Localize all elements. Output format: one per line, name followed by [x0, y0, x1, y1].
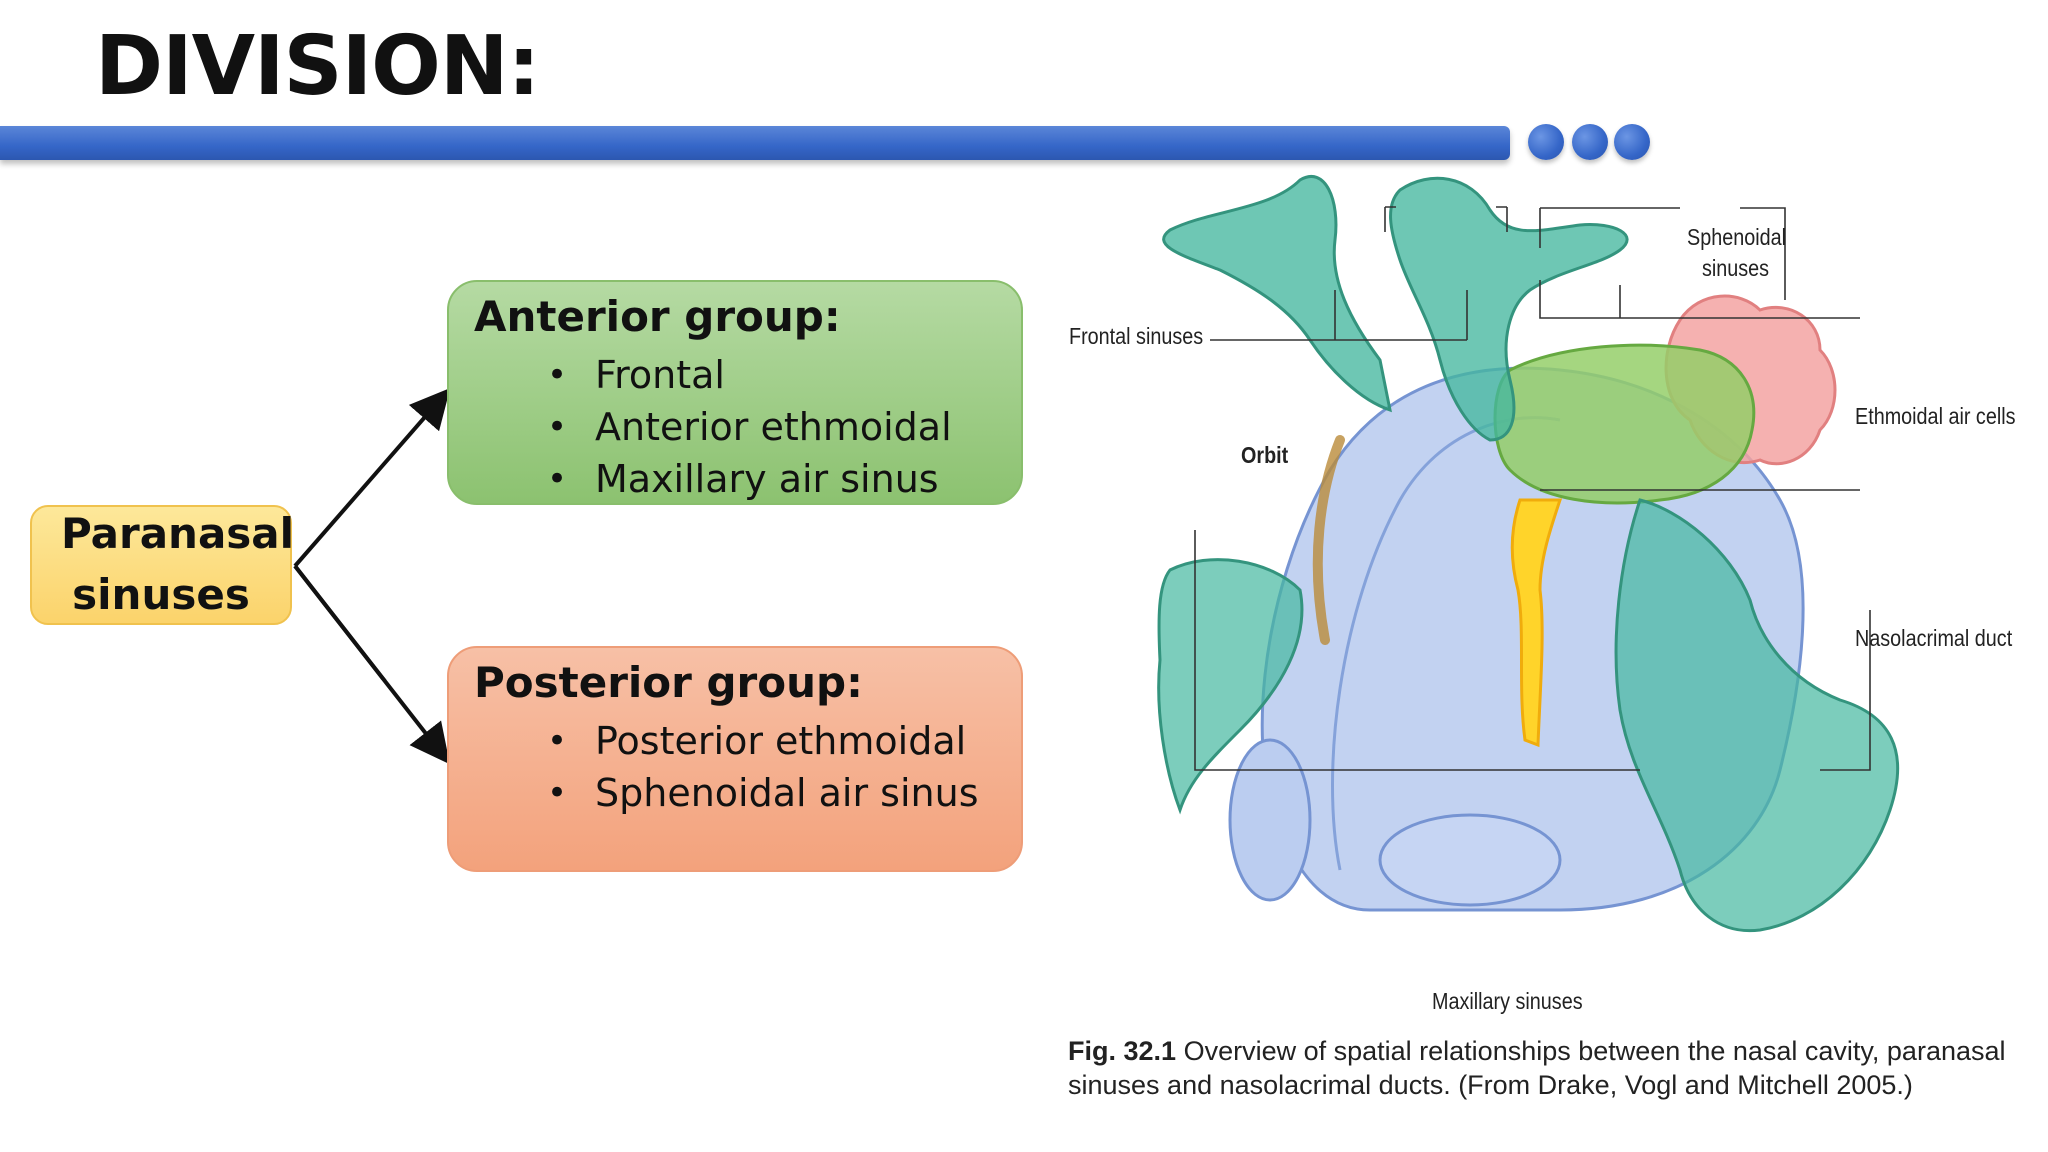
list-item-label: Maxillary air sinus — [595, 457, 939, 501]
decorative-dot-1 — [1528, 124, 1564, 160]
bullet-icon: • — [547, 773, 568, 813]
decorative-dot-2 — [1572, 124, 1608, 160]
list-item: • Sphenoidal air sinus — [547, 767, 979, 819]
posterior-group-box: Posterior group: • Posterior ethmoidal • S… — [447, 646, 1023, 872]
list-item-label: Posterior ethmoidal — [595, 719, 967, 763]
leader-lines — [1194, 206, 1871, 771]
list-item: • Anterior ethmoidal — [547, 401, 952, 453]
list-item: • Frontal — [547, 349, 952, 401]
label-sphenoidal-line1: Sphenoidal — [1687, 224, 1786, 250]
slide-title: DIVISION: — [95, 19, 540, 114]
list-item-label: Frontal — [595, 353, 725, 397]
label-sphenoidal-line2: sinuses — [1702, 255, 1770, 281]
anterior-group-list: • Frontal • Anterior ethmoidal • Maxillary … — [547, 349, 952, 505]
bullet-icon: • — [547, 355, 568, 395]
posterior-group-list: • Posterior ethmoidal • Sphenoidal air sin… — [547, 715, 979, 819]
maxillary-sinus-right-shape — [1614, 498, 1900, 933]
bullet-icon: • — [547, 459, 568, 499]
bullet-icon: • — [547, 721, 568, 761]
label-ethmoidal-air-cells: Ethmoidal air cells — [1855, 403, 2016, 429]
frontal-sinus-right-shape — [1389, 176, 1629, 442]
ethmoidal-cells-shape — [1493, 343, 1756, 505]
bullet-icon: • — [547, 407, 568, 447]
anterior-group-box: Anterior group: • Frontal • Anterior ethmo… — [447, 280, 1023, 505]
arrow-to-anterior — [293, 387, 451, 568]
anterior-group-title: Anterior group: — [474, 292, 841, 341]
nasolacrimal-duct-shape — [1510, 498, 1563, 748]
title-underline-bar — [0, 126, 1510, 160]
posterior-group-title: Posterior group: — [474, 658, 863, 707]
root-label: Paranasal sinuses — [61, 509, 295, 619]
list-item: • Maxillary air sinus — [547, 453, 952, 505]
label-maxillary-sinuses: Maxillary sinuses — [1432, 988, 1583, 1014]
sinus-anatomy-illustration — [1157, 175, 1900, 933]
label-nasolacrimal-duct: Nasolacrimal duct — [1855, 625, 2013, 651]
label-orbit: Orbit — [1241, 442, 1289, 468]
list-item: • Posterior ethmoidal — [547, 715, 979, 767]
label-frontal-sinuses: Frontal sinuses — [1069, 323, 1204, 349]
figure-caption-text: Overview of spatial relationships betwee… — [1068, 1036, 2006, 1100]
figure-caption: Fig. 32.1 Overview of spatial relationsh… — [1068, 1034, 2018, 1102]
list-item-label: Sphenoidal air sinus — [595, 771, 979, 815]
orbit-outline — [1312, 435, 1345, 645]
list-item-label: Anterior ethmoidal — [595, 405, 952, 449]
frontal-sinus-left-shape — [1162, 175, 1392, 413]
root-box-paranasal-sinuses: Paranasal sinuses — [30, 505, 295, 625]
figure-number: Fig. 32.1 — [1068, 1036, 1177, 1066]
decorative-dot-3 — [1614, 124, 1650, 160]
